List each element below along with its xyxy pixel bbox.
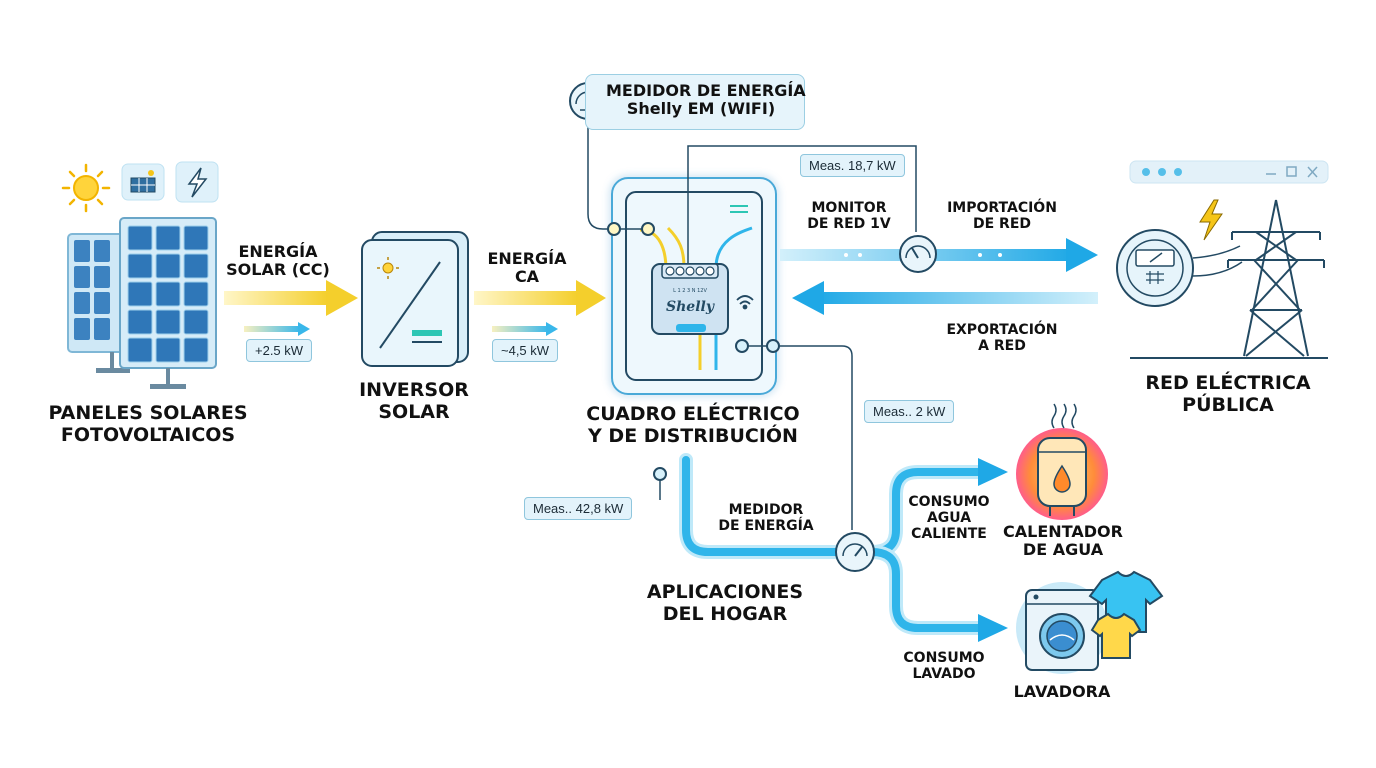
device-terminals: L 1 2 3 N 12V xyxy=(673,288,707,294)
import-arrow xyxy=(780,238,1098,272)
grid-lightning-icon xyxy=(1199,199,1223,241)
washer-label: LAVADORA xyxy=(1013,682,1111,701)
heater-meas-tag: Meas.. 2 kW xyxy=(864,400,955,423)
inverter-sun-icon xyxy=(377,257,399,279)
home-meas-tag: Meas.. 42,8 kW xyxy=(524,497,633,520)
ac-arrow xyxy=(474,280,606,336)
tshirt-icon xyxy=(1088,570,1164,659)
grid-monitor-gauge xyxy=(899,235,937,273)
solar-power-tag: +2.5 kW xyxy=(246,339,313,362)
solar-panels xyxy=(67,217,217,389)
water-drop-icon xyxy=(1053,464,1071,493)
export-arrow xyxy=(792,281,1098,315)
steam-icon xyxy=(1051,403,1077,429)
solar-panel-icon xyxy=(121,163,165,201)
home-meter-gauge xyxy=(835,532,875,572)
wifi-icon xyxy=(736,295,754,310)
home-flow-pipe xyxy=(679,453,987,635)
distribution-board: L 1 2 3 N 12V Shelly xyxy=(607,177,780,395)
sun-icon xyxy=(61,163,111,213)
energy-meter-title-box xyxy=(585,74,805,130)
solar-dc-arrow xyxy=(224,280,358,336)
device-brand: Shelly xyxy=(666,299,715,315)
lightning-icon xyxy=(175,161,219,203)
browser-window-bar xyxy=(1129,160,1329,184)
ac-power-tag: ~4,5 kW xyxy=(492,339,559,362)
washer-icon xyxy=(1016,582,1108,674)
electric-meter-icon xyxy=(1116,229,1194,307)
inverter-device xyxy=(361,231,469,367)
water-heater-icon xyxy=(1016,403,1108,520)
transmission-tower-icon xyxy=(1130,199,1328,359)
grid-meas-tag: Meas. 18,7 kW xyxy=(800,154,905,177)
